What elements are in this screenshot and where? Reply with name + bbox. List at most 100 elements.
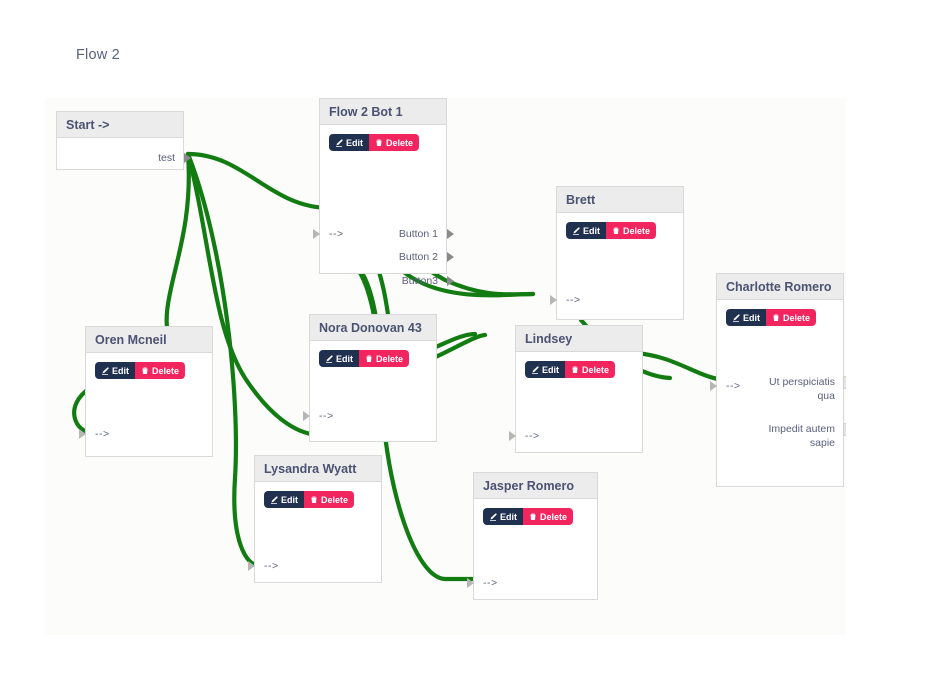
delete-button[interactable]: Delete (359, 350, 410, 367)
edit-button[interactable]: Edit (566, 222, 606, 239)
node-actions: Edit Delete (726, 309, 817, 326)
delete-button-label: Delete (540, 511, 568, 522)
delete-button[interactable]: Delete (304, 491, 355, 508)
delete-button-label: Delete (321, 494, 349, 505)
edit-button[interactable]: Edit (726, 309, 766, 326)
node-lindsey[interactable]: Lindsey Edit Delete (509, 325, 643, 453)
edit-button-label: Edit (112, 365, 129, 376)
port-label-ut-perspiciatis-qua: Ut perspiciatis qua (769, 376, 835, 402)
edit-button[interactable]: Edit (264, 491, 304, 508)
node-body: Edit Delete --> (509, 352, 642, 452)
edit-button-label: Edit (281, 494, 298, 505)
node-actions: Edit Delete (566, 222, 657, 239)
output-port-1[interactable] (843, 376, 846, 389)
node-title: Flow 2 Bot 1 (320, 99, 446, 125)
flow-header: Flow 2 (45, 27, 846, 98)
edit-button-label: Edit (583, 225, 600, 236)
delete-button[interactable]: Delete (523, 508, 574, 525)
node-actions: Edit Delete (525, 361, 616, 378)
port-label-button-2: Button 2 (398, 251, 438, 263)
flow-canvas[interactable]: Start -> test Flow 2 Bot 1 Edit (45, 98, 846, 635)
node-actions: Edit Delete (95, 362, 186, 379)
delete-button[interactable]: Delete (135, 362, 186, 379)
node-title: Start -> (57, 112, 183, 138)
output-port-2[interactable] (843, 423, 846, 436)
pencil-icon (732, 313, 740, 322)
delete-button[interactable]: Delete (565, 361, 616, 378)
edit-button-label: Edit (743, 312, 760, 323)
page-title: Flow 2 (76, 47, 120, 63)
node-actions: Edit Delete (264, 491, 355, 508)
node-body: Edit Delete --> (467, 499, 597, 599)
output-port-button-2[interactable] (447, 252, 454, 262)
delete-button[interactable]: Delete (369, 134, 420, 151)
pencil-icon (531, 365, 539, 374)
edit-button[interactable]: Edit (483, 508, 523, 525)
input-port-label: --> (566, 294, 581, 306)
trash-icon (375, 139, 383, 147)
input-port[interactable] (313, 229, 320, 239)
output-port-button-3[interactable] (447, 276, 454, 286)
trash-icon (772, 314, 780, 322)
port-label-test: test (158, 152, 175, 164)
node-body: Edit Delete --> (550, 213, 683, 319)
input-port[interactable] (248, 561, 255, 571)
input-port[interactable] (509, 431, 516, 441)
trash-icon (571, 366, 579, 374)
delete-button[interactable]: Delete (606, 222, 657, 239)
node-charlotte-romero[interactable]: Charlotte Romero Edit Delete (710, 273, 846, 487)
node-start[interactable]: Start -> test (56, 111, 191, 170)
edit-button[interactable]: Edit (329, 134, 369, 151)
trash-icon (529, 513, 537, 521)
edit-button[interactable]: Edit (319, 350, 359, 367)
edit-button[interactable]: Edit (95, 362, 135, 379)
pencil-icon (489, 512, 497, 521)
node-title: Oren Mcneil (86, 327, 212, 353)
delete-button-label: Delete (783, 312, 811, 323)
node-title: Jasper Romero (474, 473, 597, 499)
node-lysandra-wyatt[interactable]: Lysandra Wyatt Edit Delete (248, 455, 382, 583)
edit-button[interactable]: Edit (525, 361, 565, 378)
node-body: Edit Delete --> (79, 353, 212, 456)
node-oren-mcneil[interactable]: Oren Mcneil Edit Delete (79, 326, 213, 457)
node-title: Charlotte Romero (717, 274, 843, 300)
port-label-button-1: Button 1 (398, 228, 438, 240)
input-port[interactable] (79, 429, 86, 439)
pencil-icon (101, 366, 109, 375)
trash-icon (365, 355, 373, 363)
node-title: Brett (557, 187, 683, 213)
edge-start-to-bot (185, 151, 333, 211)
node-actions: Edit Delete (319, 350, 410, 367)
input-port[interactable] (303, 411, 310, 421)
pencil-icon (325, 354, 333, 363)
node-title: Nora Donovan 43 (310, 315, 436, 341)
edit-button-label: Edit (500, 511, 517, 522)
pencil-icon (335, 138, 343, 147)
input-port-label: --> (726, 380, 741, 392)
node-nora-donovan-43[interactable]: Nora Donovan 43 Edit Delete (303, 314, 437, 442)
input-port-label: --> (319, 410, 334, 422)
input-port-label: --> (525, 430, 540, 442)
node-actions: Edit Delete (329, 134, 420, 151)
output-port-test[interactable] (184, 153, 191, 163)
port-label-button-3: Button3 (401, 275, 438, 287)
node-brett[interactable]: Brett Edit Delete (550, 186, 684, 320)
node-body: test (57, 138, 191, 169)
node-flow-2-bot-1[interactable]: Flow 2 Bot 1 Edit Delete (313, 98, 454, 287)
node-body: Edit Delete --> (248, 482, 381, 582)
trash-icon (310, 496, 318, 504)
delete-button-label: Delete (386, 137, 414, 148)
node-body: Edit Delete --> Button 1 Button 2 Button… (313, 125, 454, 287)
edit-button-label: Edit (542, 364, 559, 375)
delete-button[interactable]: Delete (766, 309, 817, 326)
node-jasper-romero[interactable]: Jasper Romero Edit Delete (467, 472, 598, 600)
input-port[interactable] (550, 295, 557, 305)
output-port-button-1[interactable] (447, 229, 454, 239)
input-port[interactable] (467, 578, 474, 588)
input-port[interactable] (710, 381, 717, 391)
node-title: Lysandra Wyatt (255, 456, 381, 482)
delete-button-label: Delete (582, 364, 610, 375)
input-port-label: --> (483, 577, 498, 589)
input-port-label: --> (329, 228, 344, 240)
edit-button-label: Edit (336, 353, 353, 364)
